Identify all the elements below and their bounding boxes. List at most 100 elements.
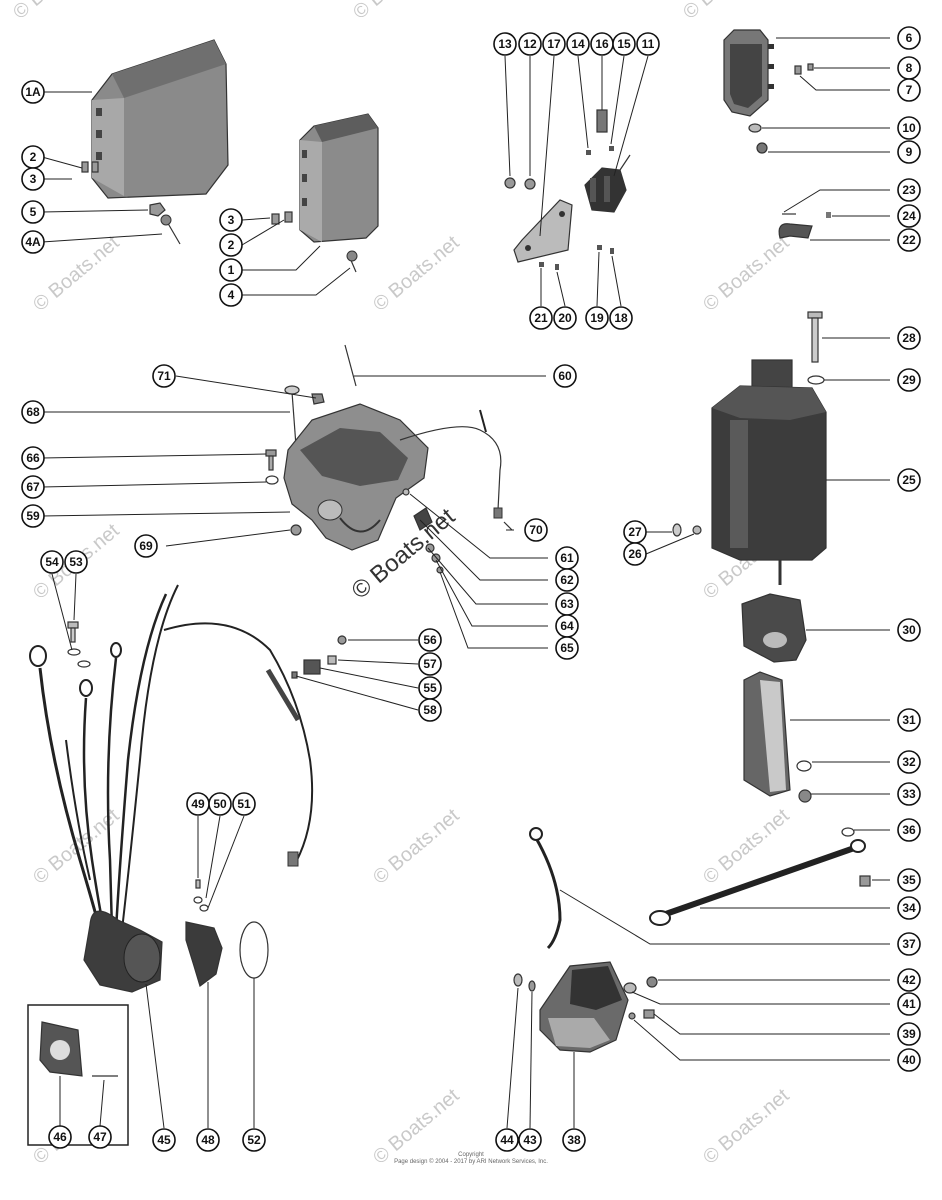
svg-text:50: 50 (213, 797, 227, 811)
callout-26: 26 (623, 542, 647, 566)
svg-text:54: 54 (45, 555, 59, 569)
callout-64: 64 (555, 614, 579, 638)
callout-39: 39 (897, 1022, 921, 1046)
svg-text:61: 61 (560, 551, 574, 565)
callout-8: 8 (897, 56, 921, 80)
starter-motor-25 (711, 359, 827, 585)
watermark: © Boats.net (349, 0, 444, 24)
callout-67: 67 (21, 475, 45, 499)
svg-text:22: 22 (902, 233, 916, 247)
watermark: © Boats.net (679, 0, 774, 24)
svg-text:21: 21 (534, 311, 548, 325)
svg-text:30: 30 (902, 623, 916, 637)
page-design-line: Page design © 2004 - 2017 by ARI Network… (394, 1159, 548, 1165)
callouts: 1A 2 3 5 4A 3 2 1 4 13 12 17 14 16 15 11… (21, 26, 921, 1152)
svg-text:65: 65 (560, 641, 574, 655)
svg-text:37: 37 (902, 937, 916, 951)
svg-text:25: 25 (902, 473, 916, 487)
svg-text:48: 48 (201, 1133, 215, 1147)
callout-44: 44 (495, 1128, 519, 1152)
callout-16: 16 (590, 32, 614, 56)
callout-41: 41 (897, 992, 921, 1016)
callout-14: 14 (566, 32, 590, 56)
callout-7: 7 (897, 78, 921, 102)
svg-text:11: 11 (642, 37, 655, 51)
callout-59: 59 (21, 504, 45, 528)
switch-6 (723, 29, 774, 117)
svg-text:47: 47 (93, 1130, 107, 1144)
svg-text:19: 19 (590, 311, 604, 325)
svg-text:34: 34 (902, 901, 916, 915)
callout-24: 24 (897, 204, 921, 228)
callout-50: 50 (208, 792, 232, 816)
svg-text:5: 5 (30, 205, 37, 219)
svg-text:70: 70 (529, 523, 543, 537)
callout-23: 23 (897, 178, 921, 202)
callout-57: 57 (418, 652, 442, 676)
callout-56: 56 (418, 628, 442, 652)
callout-48: 48 (196, 1128, 220, 1152)
svg-text:35: 35 (902, 873, 916, 887)
callout-51: 51 (232, 792, 256, 816)
callout-38: 38 (562, 1128, 586, 1152)
svg-text:67: 67 (26, 480, 40, 494)
svg-text:26: 26 (628, 547, 642, 561)
callout-12: 12 (518, 32, 542, 56)
wiring-harness-45 (29, 584, 314, 931)
svg-text:15: 15 (617, 37, 631, 51)
callout-60: 60 (553, 364, 577, 388)
callout-47: 47 (88, 1125, 112, 1149)
switch-box-1a (91, 39, 229, 199)
callout-55: 55 (418, 676, 442, 700)
svg-text:29: 29 (902, 373, 916, 387)
callout-62: 62 (555, 568, 579, 592)
svg-text:2: 2 (30, 150, 37, 164)
svg-text:68: 68 (26, 405, 40, 419)
svg-text:1: 1 (228, 263, 235, 277)
callout-25: 25 (897, 468, 921, 492)
bracket-17 (513, 199, 573, 263)
callout-9: 9 (897, 140, 921, 164)
callout-3: 3 (21, 167, 45, 191)
svg-text:40: 40 (902, 1053, 916, 1067)
callout-30: 30 (897, 618, 921, 642)
solenoid-38 (539, 961, 629, 1053)
callout-4a: 4A (21, 230, 45, 254)
callout-6: 6 (897, 26, 921, 50)
watermark: © Boats.net (9, 0, 104, 24)
callout-42: 42 (897, 968, 921, 992)
parts (27, 29, 871, 1146)
callout-10: 10 (897, 116, 921, 140)
svg-text:12: 12 (523, 37, 537, 51)
svg-text:38: 38 (567, 1133, 581, 1147)
callout-13: 13 (493, 32, 517, 56)
leader-lines (41, 37, 890, 1129)
copyright-footer: Copyright Page design © 2004 - 2017 by A… (0, 1152, 942, 1166)
callout-22: 22 (897, 228, 921, 252)
svg-text:39: 39 (902, 1027, 916, 1041)
callout-43: 43 (518, 1128, 542, 1152)
callout-21: 21 (529, 306, 553, 330)
svg-text:71: 71 (157, 369, 171, 383)
callout-45: 45 (152, 1128, 176, 1152)
copyright-line: Copyright (458, 1152, 484, 1158)
callout-34: 34 (897, 896, 921, 920)
svg-text:62: 62 (560, 573, 574, 587)
callout-18: 18 (609, 306, 633, 330)
callout-35: 35 (897, 868, 921, 892)
svg-text:31: 31 (902, 713, 916, 727)
callout-2b: 2 (219, 233, 243, 257)
callout-33: 33 (897, 782, 921, 806)
callout-66: 66 (21, 446, 45, 470)
svg-text:32: 32 (902, 755, 916, 769)
callout-3b: 3 (219, 208, 243, 232)
svg-text:53: 53 (69, 555, 83, 569)
callout-68: 68 (21, 400, 45, 424)
svg-text:4A: 4A (25, 235, 41, 249)
svg-text:55: 55 (423, 681, 437, 695)
callout-31: 31 (897, 708, 921, 732)
svg-text:13: 13 (498, 37, 512, 51)
callout-52: 52 (242, 1128, 266, 1152)
svg-text:44: 44 (500, 1133, 514, 1147)
